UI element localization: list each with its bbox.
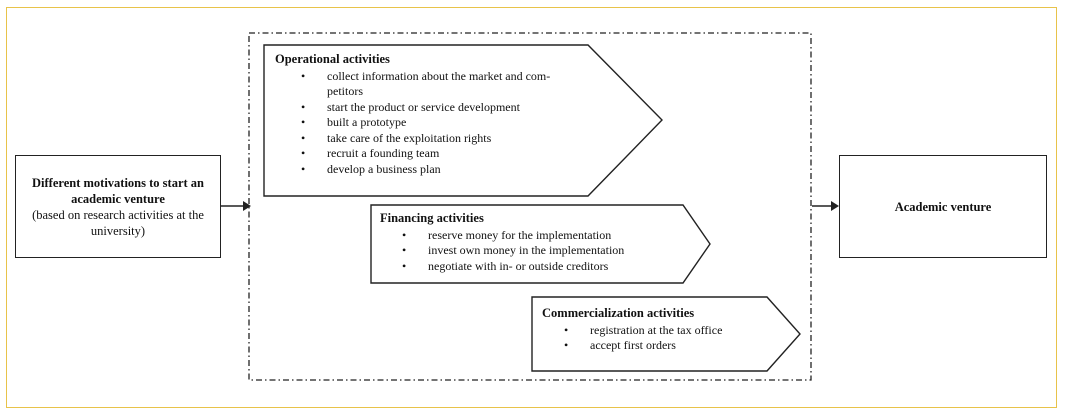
commercialization-title: Commercialization activities [542, 306, 695, 320]
list-item: •registration at the tax office [564, 322, 723, 337]
list-item: •accept first orders [564, 338, 676, 352]
list-item: •reserve money for the implementation [402, 227, 612, 242]
arrow-head-left [243, 201, 251, 211]
commercialization-activities-arrow [531, 296, 801, 372]
list-item: •negotiate with in- or outside creditors [402, 258, 609, 273]
operational-title: Operational activities [275, 52, 390, 66]
list-item: •collect information about the market an… [301, 68, 551, 83]
list-item: •start the product or service developmen… [301, 99, 520, 114]
financing-title: Financing activities [380, 211, 484, 225]
commercialization-list: •registration at the tax office •accept … [564, 322, 782, 354]
list-item: petitors [327, 84, 363, 98]
list-item: •invest own money in the implementation [402, 243, 625, 257]
motivations-title: Different motivations to start an academ… [32, 175, 204, 206]
operational-list: •collect information about the market an… [301, 68, 605, 178]
commercialization-panel: Commercialization activities •registrati… [542, 306, 782, 354]
list-item: •recruit a founding team [301, 146, 440, 160]
financing-list: •reserve money for the implementation •i… [402, 227, 690, 275]
financing-activities-arrow [370, 204, 711, 284]
list-item: •develop a business plan [301, 161, 441, 176]
motivations-box: Different motivations to start an academ… [15, 155, 221, 258]
outer-frame [6, 7, 1057, 408]
operational-panel: Operational activities •collect informat… [275, 52, 605, 177]
motivations-subtitle: (based on research activities at the uni… [32, 207, 204, 238]
financing-panel: Financing activities •reserve money for … [380, 211, 690, 274]
academic-venture-box: Academic venture [839, 155, 1047, 258]
list-item: •built a prototype [301, 115, 407, 129]
activities-group-border [248, 32, 812, 381]
operational-activities-arrow [263, 44, 663, 197]
academic-venture-title: Academic venture [894, 199, 992, 214]
list-item: •take care of the exploitation rights [301, 130, 492, 145]
arrow-head-right [831, 201, 839, 211]
